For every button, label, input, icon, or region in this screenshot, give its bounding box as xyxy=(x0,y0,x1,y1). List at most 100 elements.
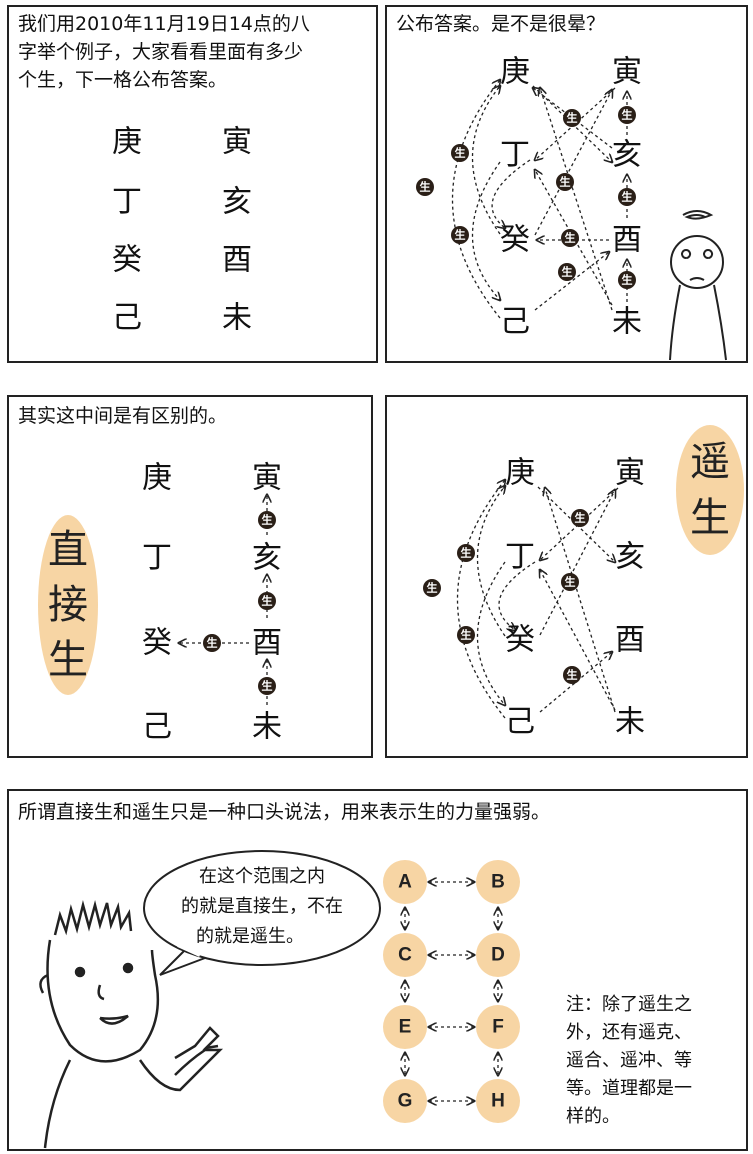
grid-node-circle xyxy=(476,1005,520,1049)
sheng-marker: 生 xyxy=(258,592,276,610)
oval-label: 生 xyxy=(48,637,88,683)
earthly-branch: 寅 xyxy=(222,125,252,160)
grid-node-circle xyxy=(383,1079,427,1123)
grid-node: G xyxy=(383,1079,427,1123)
panel1-caption-line: 字举个例子，大家看看里面有多少 xyxy=(18,41,303,63)
oval-label: 接 xyxy=(48,582,88,628)
earthly-branch: 亥 xyxy=(252,541,282,576)
oval-label: 直 xyxy=(48,527,88,573)
sheng-marker-label: 生 xyxy=(622,108,633,122)
bubble-line: 的就是遥生。 xyxy=(196,926,304,947)
grid-node: H xyxy=(476,1079,520,1123)
grid-node-label: A xyxy=(398,872,412,893)
sheng-marker: 生 xyxy=(556,173,574,191)
speech-bubble: 在这个范围之内 的就是直接生，不在 的就是遥生。 xyxy=(143,850,381,976)
sheng-marker-dot xyxy=(451,144,469,162)
heavenly-stem: 癸 xyxy=(112,243,142,278)
grid-node-circle xyxy=(383,933,427,977)
sheng-marker-label: 生 xyxy=(565,231,576,245)
panel4-diagram: 庚寅丁亥癸酉己未生生生生生生 xyxy=(423,456,645,740)
sheng-marker-label: 生 xyxy=(461,628,472,642)
sheng-marker-label: 生 xyxy=(427,581,438,595)
grid-node-circle xyxy=(383,1005,427,1049)
heavenly-stem: 己 xyxy=(500,305,530,340)
sheng-marker-label: 生 xyxy=(567,111,578,125)
grid-node-label: B xyxy=(491,872,505,893)
earthly-branch: 寅 xyxy=(252,461,282,496)
heavenly-stem: 己 xyxy=(142,710,172,745)
heavenly-stem: 庚 xyxy=(505,456,535,491)
sheng-marker: 生 xyxy=(563,109,581,127)
heavenly-stem: 癸 xyxy=(500,223,530,258)
panel-1 xyxy=(7,5,378,363)
sheng-marker-label: 生 xyxy=(207,636,218,650)
sheng-marker: 生 xyxy=(561,573,579,591)
sheng-marker-label: 生 xyxy=(560,175,571,189)
sheng-marker: 生 xyxy=(457,544,475,562)
sheng-marker-dot xyxy=(416,178,434,196)
earthly-branch: 未 xyxy=(615,705,645,740)
panel-5 xyxy=(7,789,748,1151)
sheng-marker: 生 xyxy=(618,271,636,289)
sheng-marker: 生 xyxy=(258,511,276,529)
sheng-marker: 生 xyxy=(203,634,221,652)
grid-node: D xyxy=(476,933,520,977)
sheng-marker: 生 xyxy=(457,626,475,644)
heavenly-stem: 己 xyxy=(112,301,142,336)
grid-node-label: H xyxy=(491,1091,505,1112)
earthly-branch: 亥 xyxy=(222,185,252,220)
heavenly-stem: 癸 xyxy=(505,623,535,658)
heavenly-stem: 癸 xyxy=(142,626,172,661)
sheng-marker-label: 生 xyxy=(622,273,633,287)
sheng-marker-dot xyxy=(203,634,221,652)
sheng-marker: 生 xyxy=(423,579,441,597)
bubble-line: 的就是直接生，不在 xyxy=(181,896,343,917)
panel-4 xyxy=(385,395,748,758)
sheng-arrow xyxy=(491,159,531,228)
sheng-arrow xyxy=(471,86,501,235)
note-line: 注：除了遥生之 xyxy=(566,994,692,1015)
sheng-marker: 生 xyxy=(258,677,276,695)
heavenly-stem: 庚 xyxy=(142,461,172,496)
earthly-branch: 酉 xyxy=(612,223,642,258)
grid-node-label: C xyxy=(398,945,412,966)
sheng-marker-dot xyxy=(451,226,469,244)
earthly-branch: 未 xyxy=(252,710,282,745)
sheng-marker-dot xyxy=(258,592,276,610)
grid-node-label: G xyxy=(398,1091,413,1112)
heavenly-stem: 丁 xyxy=(112,185,142,220)
grid-node: F xyxy=(476,1005,520,1049)
sheng-marker: 生 xyxy=(558,263,576,281)
grid-node-circle xyxy=(476,860,520,904)
sheng-marker-label: 生 xyxy=(562,265,573,279)
sheng-marker-dot xyxy=(258,511,276,529)
oval-label: 遥 xyxy=(690,439,730,485)
sheng-marker-label: 生 xyxy=(567,668,578,682)
heavenly-stem: 丁 xyxy=(505,540,535,575)
panel-2 xyxy=(385,5,748,363)
sheng-marker-label: 生 xyxy=(262,513,273,527)
earthly-branch: 未 xyxy=(222,301,252,336)
grid-node-circle xyxy=(476,1079,520,1123)
sheng-marker: 生 xyxy=(618,106,636,124)
grid-node-label: D xyxy=(491,945,505,966)
panel2-diagram: 庚寅丁亥癸酉己未生生生生生生生生生生 xyxy=(416,55,642,340)
sheng-arrow xyxy=(540,570,616,711)
grid-node-circle xyxy=(383,860,427,904)
sheng-arrow xyxy=(535,170,613,306)
sheng-marker-label: 生 xyxy=(455,228,466,242)
sheng-arrow xyxy=(472,161,501,300)
panel3-diagram: 庚寅丁亥癸酉己未生生生生 xyxy=(142,461,282,745)
grid-node: C xyxy=(383,933,427,977)
earthly-branch: 寅 xyxy=(612,55,642,90)
sheng-arrow xyxy=(457,480,506,719)
earthly-branch: 酉 xyxy=(252,626,282,661)
grid-node-label: F xyxy=(492,1017,504,1038)
sheng-marker-label: 生 xyxy=(262,679,273,693)
panel-3 xyxy=(7,395,373,758)
note-line: 遥合、遥冲、等 xyxy=(566,1050,692,1071)
sheng-marker: 生 xyxy=(563,666,581,684)
